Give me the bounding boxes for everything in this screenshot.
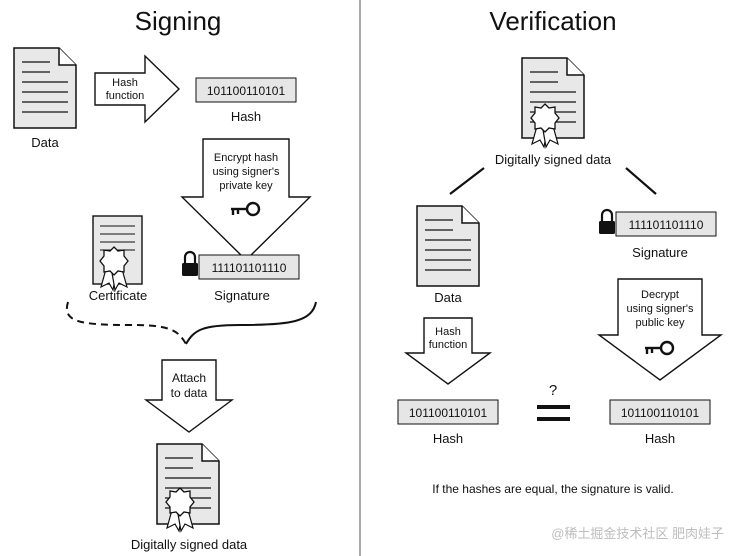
data-document-icon: [13, 47, 77, 129]
equals-sign-top: [537, 405, 570, 409]
signed-data-label: Digitally signed data: [131, 537, 248, 552]
data-label: Data: [31, 135, 59, 150]
attach-arrow-line-2: to data: [171, 386, 208, 400]
certificate-icon: [92, 215, 143, 291]
verification-data-document-icon: [416, 205, 480, 287]
split-line-right: [625, 167, 657, 195]
verification-padlock-icon: [597, 208, 617, 236]
encrypt-arrow-line-3: private key: [219, 180, 273, 192]
verification-signature-value: 111101101110: [629, 218, 704, 232]
verification-hash-arrow-line-2: function: [429, 339, 468, 351]
decrypt-arrow-line-2: using signer's: [627, 303, 694, 315]
encrypt-arrow-line-1: Encrypt hash: [214, 152, 278, 164]
hash-right-value: 101100110101: [621, 406, 700, 420]
combine-brace-dashed: [65, 301, 187, 345]
verification-signature-box: [615, 211, 717, 237]
watermark: @稀土掘金技术社区 肥肉娃子: [551, 526, 724, 541]
hash-function-arrow: [94, 54, 181, 124]
encrypt-arrow-line-2: using signer's: [213, 166, 280, 178]
signed-document-icon: [156, 443, 220, 532]
signature-value-box: [198, 254, 300, 280]
padlock-icon: [180, 250, 200, 278]
hash-right-label: Hash: [645, 431, 675, 446]
verification-data-label: Data: [434, 290, 462, 305]
certificate-label: Certificate: [89, 288, 148, 303]
decrypt-arrow: [596, 278, 724, 381]
hash-left-label: Hash: [433, 431, 463, 446]
attach-arrow-line-1: Attach: [172, 371, 206, 385]
split-line-left: [449, 167, 485, 195]
verification-title: Verification: [489, 6, 616, 36]
verification-hash-arrow: [403, 317, 493, 385]
hash-value: 101100110101: [207, 84, 286, 98]
signature-label: Signature: [214, 288, 270, 303]
decrypt-arrow-line-1: Decrypt: [641, 289, 679, 301]
encrypt-arrow: [180, 138, 312, 261]
hash-value-box: [195, 77, 297, 103]
verification-hash-arrow-line-1: Hash: [435, 326, 461, 338]
signing-title: Signing: [135, 6, 222, 36]
signature-value: 111101101110: [212, 261, 287, 275]
question-mark: ?: [549, 382, 557, 399]
hash-left-box: [397, 399, 499, 425]
hash-label: Hash: [231, 109, 261, 124]
decrypt-arrow-line-3: public key: [636, 317, 685, 329]
hash-right-box: [609, 399, 711, 425]
signed-document-icon-top: [521, 57, 585, 148]
verification-signed-label: Digitally signed data: [495, 152, 612, 167]
combine-brace-solid: [185, 301, 317, 345]
hash-arrow-line-2: function: [106, 90, 145, 102]
verification-signature-label: Signature: [632, 245, 688, 260]
hash-left-value: 101100110101: [409, 406, 488, 420]
attach-arrow: [143, 359, 235, 433]
hash-arrow-line-1: Hash: [112, 77, 138, 89]
equals-sign-bottom: [537, 417, 570, 421]
conclusion-text: If the hashes are equal, the signature i…: [432, 482, 673, 496]
